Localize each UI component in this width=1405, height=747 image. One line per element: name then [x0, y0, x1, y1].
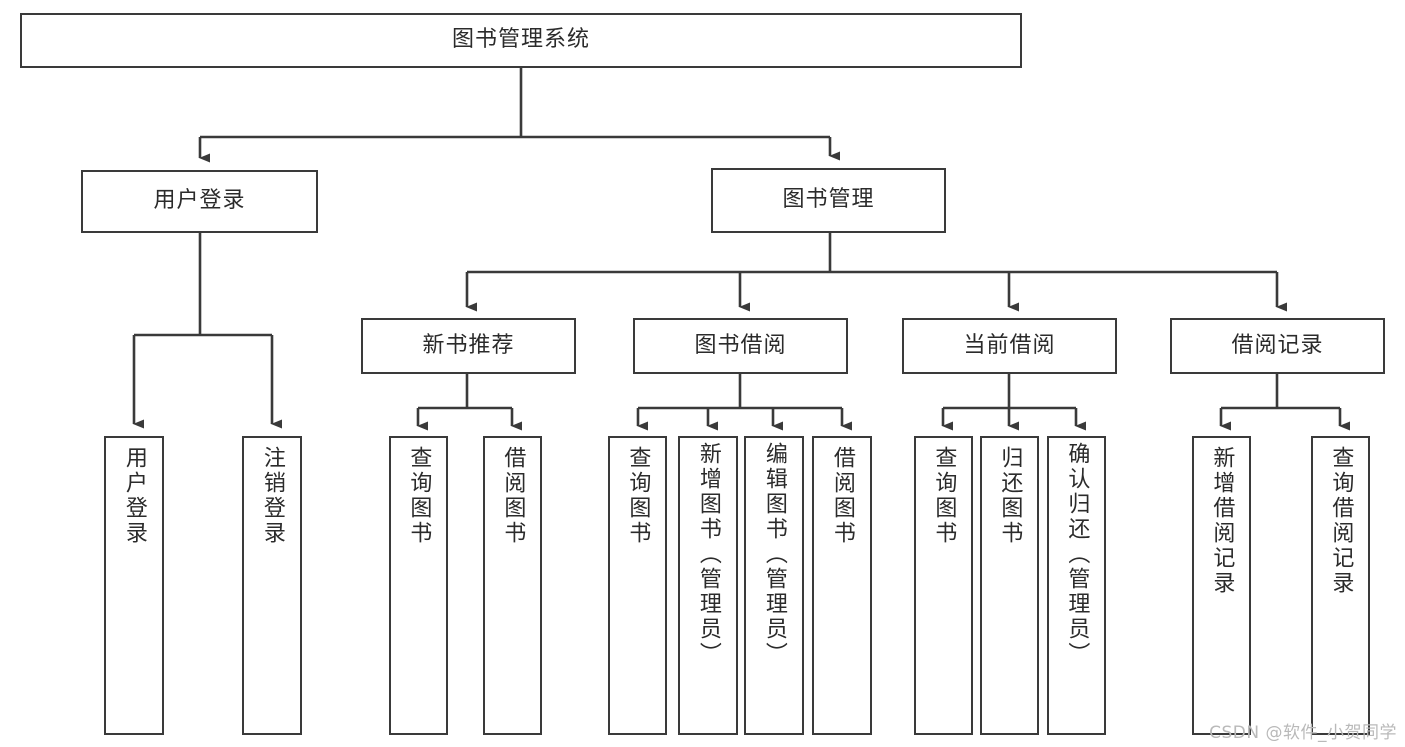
leaf-label: 借阅图书 — [829, 446, 855, 546]
leaf-query-book-2[interactable]: 查询图书 — [608, 436, 667, 735]
leaf-edit-book[interactable]: 编辑图书（管理员） — [744, 436, 804, 735]
node-borrow-record[interactable]: 借阅记录 — [1170, 318, 1385, 374]
leaf-label: 查询借阅记录 — [1328, 446, 1354, 596]
leaf-return-book[interactable]: 归还图书 — [980, 436, 1039, 735]
leaf-user-login[interactable]: 用户登录 — [104, 436, 164, 735]
leaf-label: 注销登录 — [259, 446, 285, 546]
leaf-label: 归还图书 — [997, 446, 1023, 546]
node-book-borrow[interactable]: 图书借阅 — [633, 318, 848, 374]
leaf-label: 编辑图书（管理员） — [761, 442, 787, 667]
leaf-query-record[interactable]: 查询借阅记录 — [1311, 436, 1370, 735]
node-user-login[interactable]: 用户登录 — [81, 170, 318, 233]
leaf-borrow-book-2[interactable]: 借阅图书 — [812, 436, 872, 735]
leaf-user-logout[interactable]: 注销登录 — [242, 436, 302, 735]
watermark-text: CSDN @软件_小贺同学 — [1209, 723, 1397, 743]
leaf-label: 查询图书 — [625, 446, 651, 546]
leaf-label: 确认归还（管理员） — [1064, 442, 1090, 667]
leaf-label: 新增图书（管理员） — [695, 442, 721, 667]
node-root-system[interactable]: 图书管理系统 — [20, 13, 1022, 68]
leaf-label: 查询图书 — [406, 446, 432, 546]
leaf-query-book-1[interactable]: 查询图书 — [389, 436, 448, 735]
node-current-borrow[interactable]: 当前借阅 — [902, 318, 1117, 374]
leaf-borrow-book-1[interactable]: 借阅图书 — [483, 436, 542, 735]
node-book-management[interactable]: 图书管理 — [711, 168, 946, 233]
leaf-query-book-3[interactable]: 查询图书 — [914, 436, 973, 735]
node-new-book-recommend[interactable]: 新书推荐 — [361, 318, 576, 374]
leaf-add-record[interactable]: 新增借阅记录 — [1192, 436, 1251, 735]
leaf-label: 新增借阅记录 — [1209, 446, 1235, 596]
leaf-add-book[interactable]: 新增图书（管理员） — [678, 436, 738, 735]
leaf-label: 借阅图书 — [500, 446, 526, 546]
leaf-confirm-return[interactable]: 确认归还（管理员） — [1047, 436, 1106, 735]
leaf-label: 查询图书 — [931, 446, 957, 546]
leaf-label: 用户登录 — [121, 446, 147, 546]
